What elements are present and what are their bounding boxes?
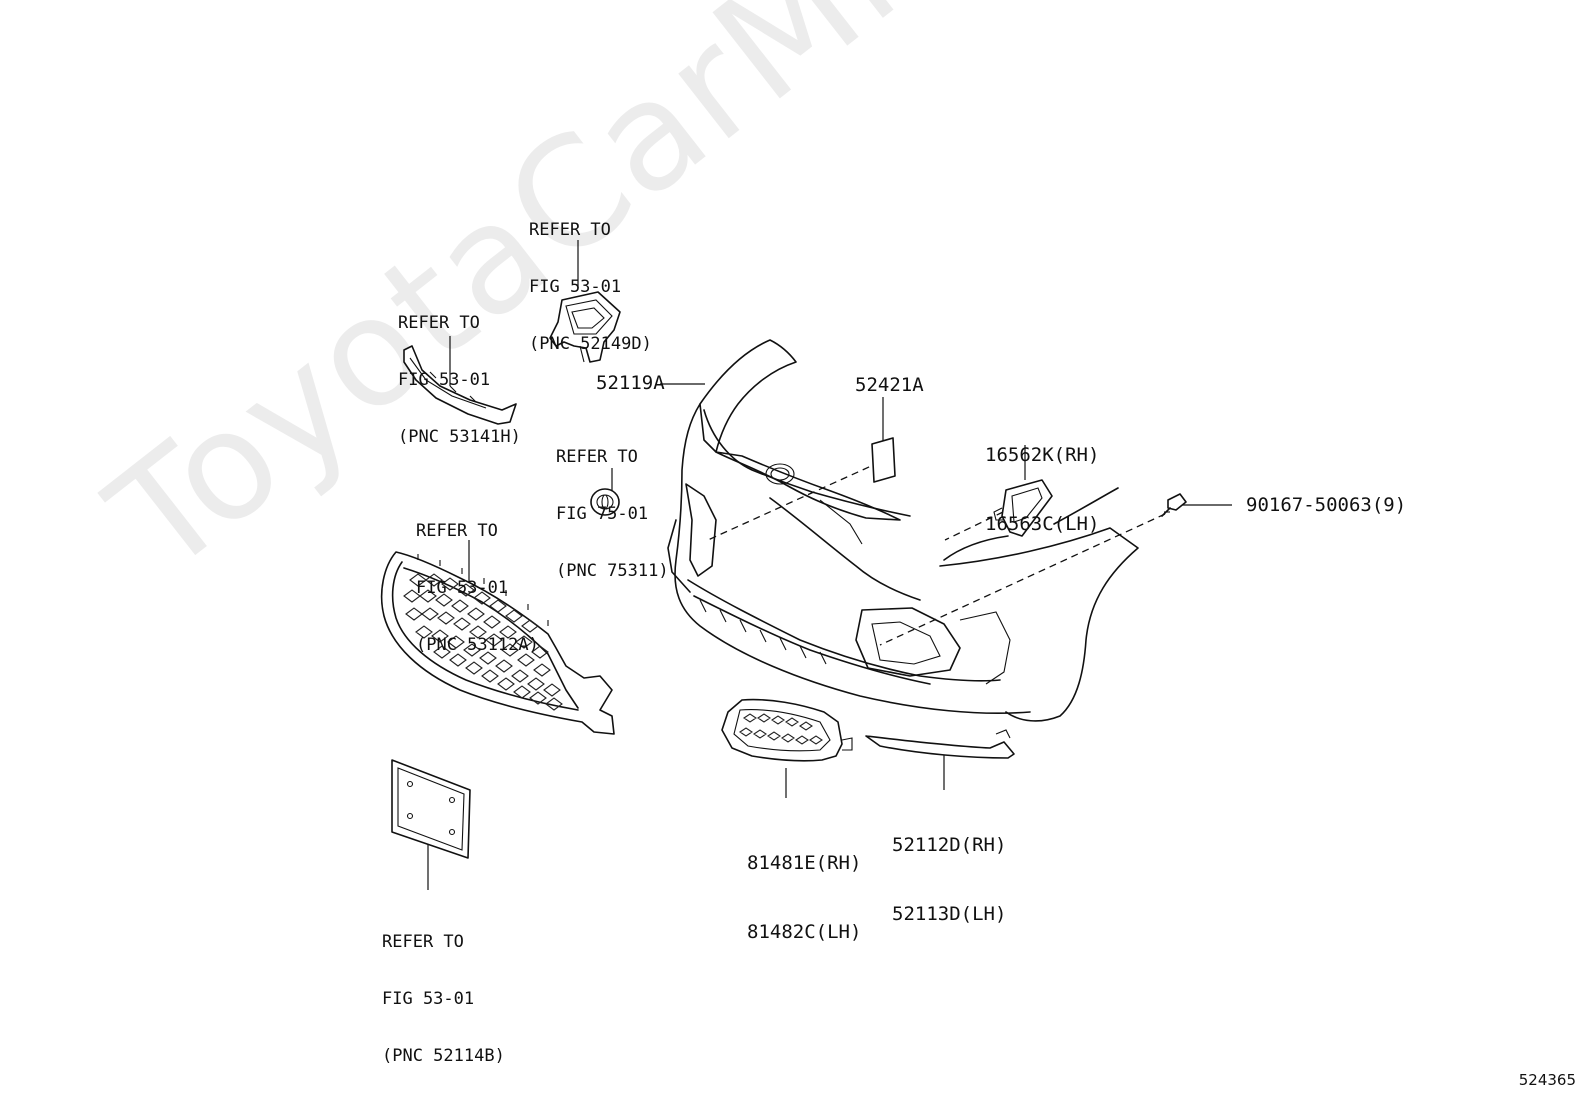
molding-part [865, 729, 1015, 759]
callout-part-52119a: 52119A [596, 372, 665, 394]
callout-part-90167: 90167-50063(9) [1246, 494, 1407, 516]
callout-ref-52149d: REFER TO FIG 53-01 (PNC 52149D) [529, 183, 652, 392]
callout-line: 16563C(LH) [985, 513, 1100, 535]
callout-line: REFER TO [556, 447, 638, 467]
callout-line: FIG 53-01 [416, 578, 509, 598]
callout-ref-52114b: REFER TO FIG 53-01 (PNC 52114B) [382, 895, 505, 1104]
callout-line: REFER TO [529, 220, 611, 240]
callout-line: 16562K(RH) [985, 444, 1100, 466]
callout-line: FIG 53-01 [382, 989, 475, 1009]
fog-grille-part [721, 698, 853, 762]
callout-part-16562k: 16562K(RH) 16563C(LH) [985, 398, 1099, 582]
callout-line: (PNC 52114B) [382, 1046, 505, 1066]
figure-id: 524365 [1518, 1071, 1576, 1089]
callout-part-52112d: 52112D(RH) 52113D(LH) [892, 788, 1006, 972]
callout-line: (PNC 75311) [556, 561, 669, 581]
callout-line: FIG 53-01 [398, 370, 491, 390]
callout-ref-75311: REFER TO FIG 75-01 (PNC 75311) [556, 410, 669, 619]
label-part [871, 437, 896, 483]
callout-line: REFER TO [398, 313, 480, 333]
upper-bracket-part [549, 291, 621, 363]
callout-line: 81482C(LH) [747, 921, 862, 943]
callout-part-52421a: 52421A [855, 374, 924, 396]
callout-ref-53141h: REFER TO FIG 53-01 (PNC 53141H) [398, 276, 521, 485]
callout-line: (PNC 53141H) [398, 427, 521, 447]
emblem-part [590, 488, 620, 516]
upper-retainer-part [403, 345, 517, 425]
callout-line: REFER TO [416, 521, 498, 541]
callout-line: 52112D(RH) [892, 834, 1007, 856]
callout-line: REFER TO [382, 932, 464, 952]
license-bracket-part [391, 759, 471, 859]
assembly-dashed-lines [707, 461, 1166, 646]
bolt-part [1161, 493, 1187, 517]
callout-line: 81481E(RH) [747, 852, 862, 874]
callout-line: 52113D(LH) [892, 903, 1007, 925]
grille-part [380, 551, 615, 735]
callout-line: FIG 75-01 [556, 504, 649, 524]
callout-line: FIG 53-01 [529, 277, 622, 297]
callout-part-81481e: 81481E(RH) 81482C(LH) [747, 806, 861, 990]
bumper-cover-part [667, 339, 1139, 722]
callout-line: (PNC 52149D) [529, 334, 652, 354]
side-bracket-part [993, 479, 1053, 537]
callout-line: (PNC 53112A) [416, 635, 539, 655]
callout-ref-53112a: REFER TO FIG 53-01 (PNC 53112A) [416, 484, 539, 693]
leader-lines [427, 240, 1232, 890]
